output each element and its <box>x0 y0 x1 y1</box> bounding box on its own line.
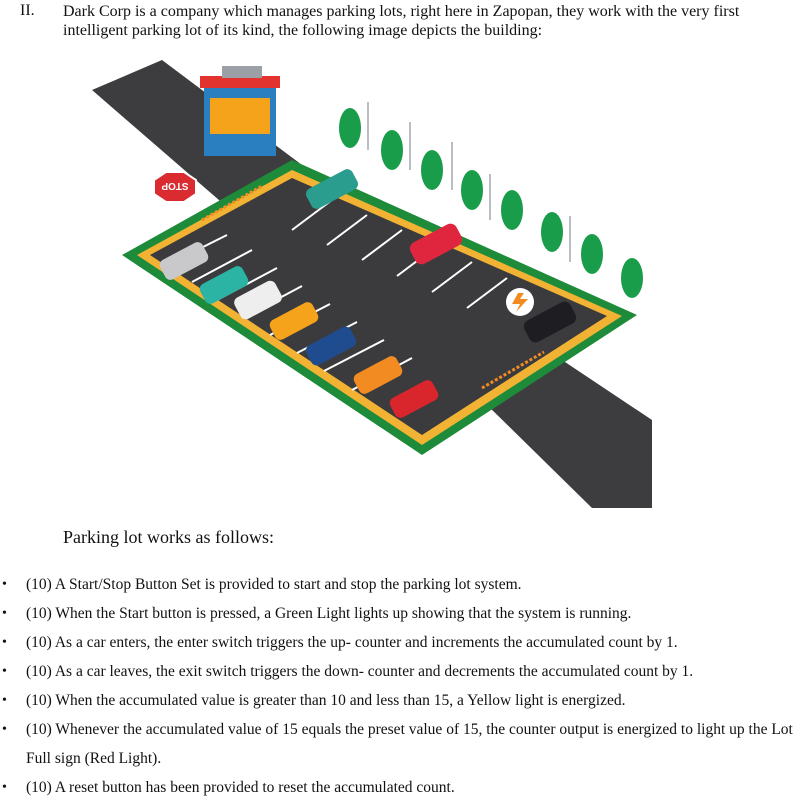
bolt-glyph <box>512 293 528 312</box>
car <box>305 169 359 209</box>
car <box>305 326 357 366</box>
lot-asphalt <box>150 178 607 435</box>
parked-cars <box>159 169 577 418</box>
rule-item: (10) A reset button has been provided to… <box>0 773 803 802</box>
rule-item: (10) A Start/Stop Button Set is provided… <box>0 570 803 599</box>
car <box>234 280 282 320</box>
rule-item: (10) Whenever the accumulated value of 1… <box>0 715 803 773</box>
rule-item: (10) When the Start button is pressed, a… <box>0 599 803 628</box>
rule-item: (10) When the accumulated value is great… <box>0 686 803 715</box>
car <box>353 356 403 394</box>
stop-sign-label: STOP <box>161 180 188 191</box>
stop-sign: STOP <box>153 171 197 203</box>
car <box>269 302 319 340</box>
parking-lot-illustration: STOP <box>92 60 652 508</box>
car <box>409 223 463 265</box>
tree-row <box>339 108 643 298</box>
rule-item: (10) As a car enters, the enter switch t… <box>0 628 803 657</box>
car <box>159 242 209 280</box>
section-number: II. <box>20 2 35 19</box>
rules-list: (10) A Start/Stop Button Set is provided… <box>0 570 803 802</box>
car <box>199 266 249 304</box>
parking-booth <box>200 66 280 156</box>
entry-barrier <box>201 184 263 222</box>
car <box>389 380 439 418</box>
car <box>523 301 577 343</box>
exit-barrier <box>481 350 545 390</box>
lamp-posts <box>367 102 571 262</box>
road-bottom-right <box>482 360 652 508</box>
parking-lot-subheading: Parking lot works as follows: <box>63 527 274 547</box>
intro-paragraph: Dark Corp is a company which manages par… <box>63 3 740 39</box>
rule-item: (10) As a car leaves, the exit switch tr… <box>0 657 803 686</box>
